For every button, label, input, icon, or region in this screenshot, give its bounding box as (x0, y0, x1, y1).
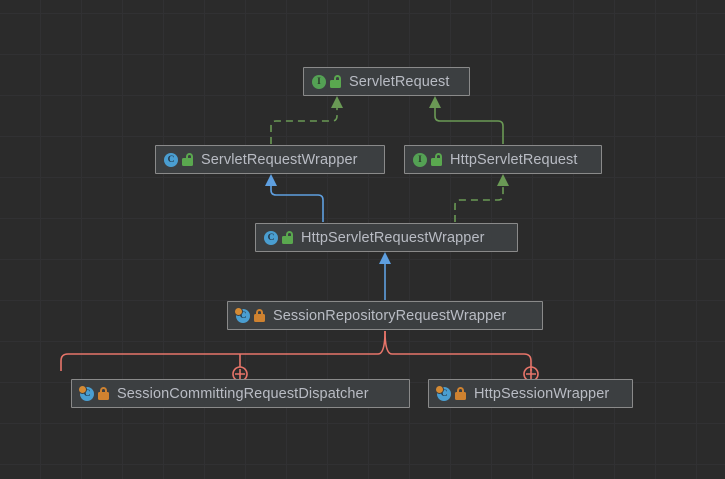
unlocked-padlock-icon (330, 75, 341, 88)
class-icon-letter: C (80, 386, 94, 401)
node-icons: C (436, 385, 466, 402)
class-icon-letter: C (164, 152, 178, 167)
node-icons: I (412, 152, 442, 168)
edge-httpservletrequest-extends-servletrequest (434, 105, 504, 144)
node-servlet-request-wrapper[interactable]: C ServletRequestWrapper (155, 145, 385, 174)
edge-sessionrepositoryrequestwrapper-contains-sessioncommittingrequestdispatcher (60, 330, 386, 371)
node-icons: C (263, 230, 293, 246)
edge-servletrequestwrapper-implements-servletrequest (270, 105, 338, 144)
node-label: HttpServletRequestWrapper (301, 229, 485, 246)
interface-icon: I (412, 152, 428, 168)
locked-padlock-icon (98, 387, 109, 400)
node-label: ServletRequestWrapper (201, 151, 358, 168)
class-icon: C (163, 152, 179, 168)
node-session-repository-request-wrapper[interactable]: C SessionRepositoryRequestWrapper (227, 301, 543, 330)
locked-padlock-icon (254, 309, 265, 322)
arrowhead-httpservletrequest-servletrequest (429, 96, 441, 108)
edge-httpservletrequestwrapper-extends-servletrequestwrapper (270, 183, 324, 222)
interface-icon-letter: I (413, 152, 427, 167)
class-icon-letter: C (264, 230, 278, 245)
inner-class-icon: C (436, 385, 452, 402)
unlocked-padlock-icon (282, 231, 293, 244)
node-label: SessionCommittingRequestDispatcher (117, 385, 369, 402)
node-label: HttpSessionWrapper (474, 385, 610, 402)
node-icons: C (235, 307, 265, 324)
interface-icon-letter: I (312, 74, 326, 89)
inner-class-icon: C (235, 307, 251, 324)
node-servlet-request[interactable]: I ServletRequest (303, 67, 470, 96)
node-http-session-wrapper[interactable]: C HttpSessionWrapper (428, 379, 633, 408)
unlocked-padlock-icon (431, 153, 442, 166)
arrowhead-httpservletrequestwrapper-servletrequestwrapper (265, 174, 277, 186)
node-icons: C (79, 385, 109, 402)
node-http-servlet-request[interactable]: I HttpServletRequest (404, 145, 602, 174)
arrowhead-sessionrepositoryrequestwrapper-httpservletrequestwrapper (379, 252, 391, 264)
node-session-committing-request-dispatcher[interactable]: C SessionCommittingRequestDispatcher (71, 379, 410, 408)
unlocked-padlock-icon (182, 153, 193, 166)
marker-plus-left (235, 369, 245, 379)
node-icons: C (163, 152, 193, 168)
marker-plus-right (526, 369, 536, 379)
node-http-servlet-request-wrapper[interactable]: C HttpServletRequestWrapper (255, 223, 518, 252)
edge-httpservletrequestwrapper-implements-httpservletrequest (454, 183, 504, 222)
node-label: SessionRepositoryRequestWrapper (273, 307, 507, 324)
node-icons: I (311, 74, 341, 90)
class-icon: C (263, 230, 279, 246)
node-label: HttpServletRequest (450, 151, 578, 168)
node-label: ServletRequest (349, 73, 450, 90)
arrowhead-httpservletrequestwrapper-httpservletrequest (497, 174, 509, 186)
locked-padlock-icon (455, 387, 466, 400)
interface-icon: I (311, 74, 327, 90)
arrowhead-servletrequestwrapper-servletrequest (331, 96, 343, 108)
class-icon-letter: C (236, 308, 250, 323)
class-icon-letter: C (437, 386, 451, 401)
inner-class-icon: C (79, 385, 95, 402)
edge-sessionrepositoryrequestwrapper-contains-httpsessionwrapper (384, 330, 532, 371)
